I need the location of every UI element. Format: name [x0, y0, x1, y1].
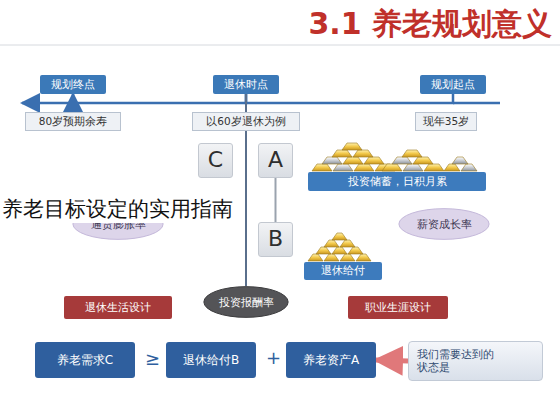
note-box: 80岁预期余寿 [25, 112, 121, 131]
gold-bar [382, 164, 402, 171]
gold-bar [308, 254, 323, 261]
letter-box: B [258, 222, 293, 257]
page-title: 3.1 养老规划意义 [308, 4, 552, 45]
gold-bar [332, 247, 347, 254]
node-text: 规划终点 [51, 78, 95, 91]
gold-bar [424, 164, 444, 171]
timeline-tail [453, 102, 500, 105]
node-text: 职业生涯设计 [365, 301, 431, 314]
gold-bar [322, 157, 342, 164]
node-text: 退休时点 [224, 78, 268, 91]
gold-bar [342, 143, 362, 150]
gold-bar [340, 240, 355, 247]
gold-bar [364, 157, 384, 164]
connector [275, 178, 277, 222]
title-rule [0, 45, 560, 46]
caption-bar: 投资储蓄，日积月累 [308, 172, 486, 191]
node-text: C [208, 147, 223, 173]
node-text: 投资储蓄，日积月累 [348, 175, 447, 188]
timeline-box: 规划终点 [40, 75, 106, 94]
node-text: 规划起点 [431, 78, 475, 91]
gold-bar [402, 150, 422, 157]
design-box: 退休生活设计 [64, 296, 172, 319]
gold-bar [333, 164, 353, 171]
gold-bar [452, 157, 468, 164]
gold-bar [324, 254, 339, 261]
callout-box: 我们需要达到的状态是 [408, 341, 543, 381]
timeline-tail [22, 102, 73, 105]
connector [246, 94, 453, 103]
node-text: B [268, 226, 283, 252]
gold-bar [312, 164, 332, 171]
gold-bar [316, 247, 331, 254]
gold-bar [340, 254, 355, 261]
node-text: 现年35岁 [423, 115, 469, 128]
node-text: 养老资产A [303, 353, 359, 367]
gold-bar [353, 150, 373, 157]
gold-bar [332, 233, 347, 240]
formula-box: 养老需求C [35, 342, 135, 378]
connector [376, 360, 408, 361]
letter-box: A [258, 143, 293, 178]
gold-bar [332, 150, 352, 157]
gold-bar [324, 240, 339, 247]
node-text: 退休给付B [183, 353, 239, 367]
note-box: 现年35岁 [415, 112, 477, 131]
letter-box: C [198, 143, 233, 178]
gold-bar [461, 164, 477, 171]
node-text: 投资报酬率 [219, 296, 274, 309]
timeline-box: 规划起点 [420, 75, 486, 94]
factor-ellipse: 投资报酬率 [203, 286, 289, 318]
node-text: 以60岁退休为例 [206, 115, 285, 128]
caption-bar: 退休给付 [304, 262, 382, 280]
gold-bar [403, 164, 423, 171]
gold-bar [343, 157, 363, 164]
node-text: 薪资成长率 [417, 218, 472, 231]
overlay-text: 养老目标设定的实用指南 [0, 195, 235, 223]
gold-bar [444, 164, 460, 171]
timeline-box: 退休时点 [213, 75, 279, 94]
factor-ellipse: 薪资成长率 [398, 208, 490, 240]
gold-bar [356, 254, 371, 261]
node-text: 80岁预期余寿 [39, 115, 107, 128]
operator: ≥ [143, 348, 162, 369]
note-box: 以60岁退休为例 [192, 112, 300, 131]
node-text: A [268, 147, 283, 173]
gold-bar [348, 247, 363, 254]
node-text: 养老需求C [57, 353, 113, 367]
formula-box: 退休给付B [166, 342, 256, 378]
design-box: 职业生涯设计 [348, 296, 448, 319]
gold-bars [308, 233, 371, 261]
node-text: 我们需要达到的状态是 [417, 348, 495, 373]
operator: + [264, 347, 283, 368]
formula-box: 养老资产A [286, 342, 376, 378]
gold-bar [354, 164, 374, 171]
connector [73, 94, 246, 103]
gold-bar [392, 157, 412, 164]
node-text: 退休生活设计 [85, 301, 151, 314]
node-text: 退休给付 [321, 264, 365, 277]
gold-bars [312, 143, 477, 171]
gold-bar [413, 157, 433, 164]
